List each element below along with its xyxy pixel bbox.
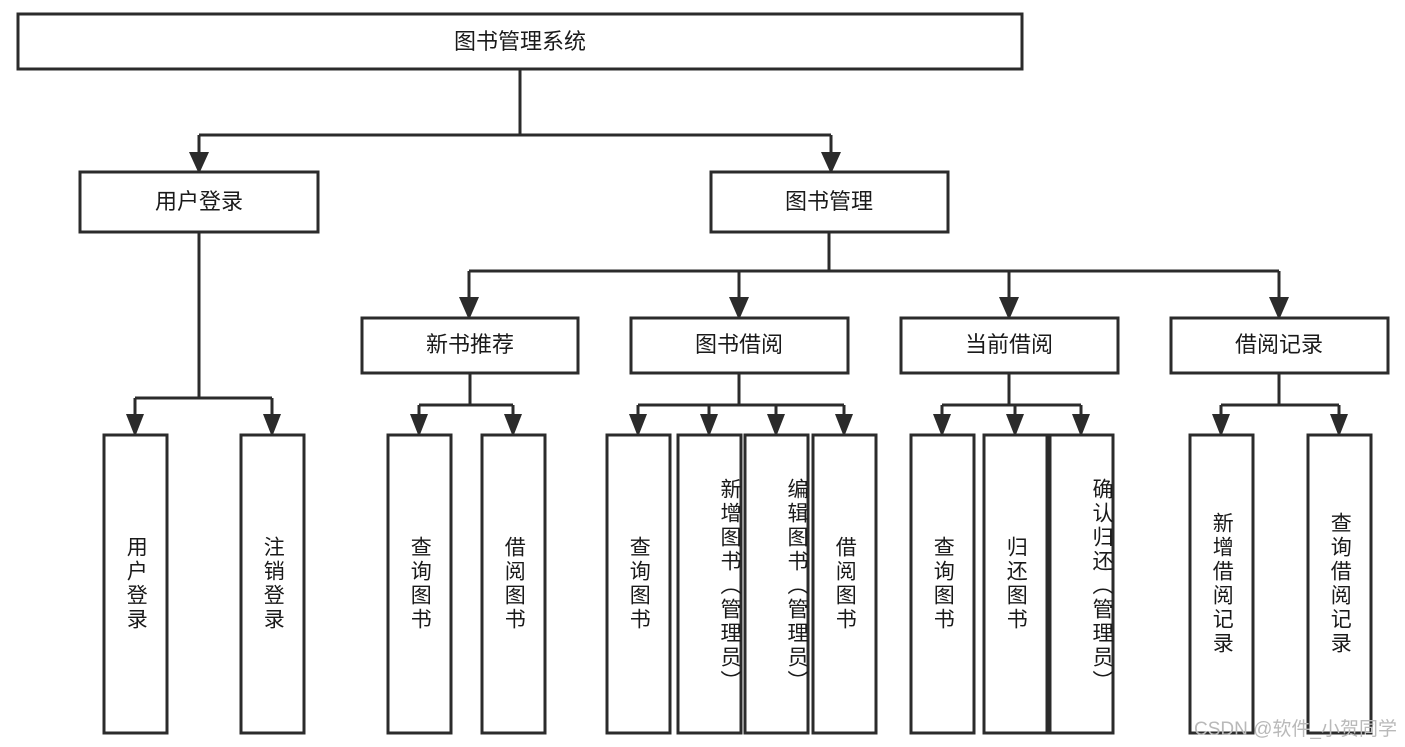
node-book-manage[interactable]: 图书管理 xyxy=(709,170,950,234)
edge-bookmanage-to-level3 xyxy=(467,232,1281,300)
arrow-head-icon xyxy=(1330,414,1348,437)
node-new-book-recommend-label: 新书推荐 xyxy=(426,332,514,357)
leaf-box-layer xyxy=(102,433,1373,735)
edge-bookborrow-to-leaves xyxy=(636,373,846,418)
leaf-confirm-return-admin-box[interactable] xyxy=(1048,433,1115,735)
arrow-head-icon xyxy=(1212,414,1230,437)
connector-layer xyxy=(126,69,1348,437)
node-root[interactable]: 图书管理系统 xyxy=(16,12,1024,71)
node-root-label: 图书管理系统 xyxy=(454,29,586,54)
edge-currentborrow-to-leaves xyxy=(940,373,1083,418)
arrow-head-icon xyxy=(700,414,718,437)
arrow-head-icon xyxy=(767,414,785,437)
leaf-user-login-box[interactable] xyxy=(102,433,169,735)
node-current-borrow-box[interactable] xyxy=(899,316,1120,375)
leaf-logout-login-box[interactable] xyxy=(239,433,306,735)
node-borrow-record-label: 借阅记录 xyxy=(1235,332,1323,357)
leaf-query-book-2-box[interactable] xyxy=(605,433,672,735)
arrow-head-icon xyxy=(933,414,951,437)
leaf-edit-book-admin-box[interactable] xyxy=(743,433,810,735)
arrow-head-icon xyxy=(504,414,522,437)
node-borrow-record[interactable]: 借阅记录 xyxy=(1169,316,1390,375)
edge-root-to-level2 xyxy=(197,69,833,155)
leaf-query-book-3-box[interactable] xyxy=(909,433,976,735)
node-new-book-recommend[interactable]: 新书推荐 xyxy=(360,316,580,375)
edge-newbook-to-leaves xyxy=(417,373,515,418)
node-current-borrow[interactable]: 当前借阅 xyxy=(899,316,1120,375)
node-book-borrow-box[interactable] xyxy=(629,316,850,375)
node-root-box[interactable] xyxy=(16,12,1024,71)
arrow-head-icon xyxy=(1269,297,1289,320)
node-book-manage-box[interactable] xyxy=(709,170,950,234)
edge-userlogin-to-leaves xyxy=(133,232,274,418)
edge-borrowrecord-to-leaves xyxy=(1219,373,1341,418)
node-book-borrow[interactable]: 图书借阅 xyxy=(629,316,850,375)
node-book-manage-label: 图书管理 xyxy=(785,189,873,214)
leaf-query-borrow-record-box[interactable] xyxy=(1306,433,1373,735)
arrow-head-icon xyxy=(729,297,749,320)
leaf-add-book-admin-box[interactable] xyxy=(676,433,743,735)
leaf-borrow-book-2-box[interactable] xyxy=(811,433,878,735)
arrow-head-icon xyxy=(126,414,144,437)
node-current-borrow-label: 当前借阅 xyxy=(965,332,1053,357)
arrow-head-icon xyxy=(1006,414,1024,437)
arrow-head-icon xyxy=(835,414,853,437)
leaf-borrow-book-1-box[interactable] xyxy=(480,433,547,735)
leaf-query-book-1-box[interactable] xyxy=(386,433,453,735)
arrow-head-icon xyxy=(263,414,281,437)
arrow-head-icon xyxy=(629,414,647,437)
node-user-login[interactable]: 用户登录 xyxy=(78,170,320,234)
node-new-book-recommend-box[interactable] xyxy=(360,316,580,375)
arrow-head-icon xyxy=(459,297,479,320)
watermark-text: CSDN @软件_小贺同学 xyxy=(1194,719,1397,740)
arrow-head-icon xyxy=(821,152,841,174)
node-borrow-record-box[interactable] xyxy=(1169,316,1390,375)
arrow-head-icon xyxy=(189,152,209,174)
node-book-borrow-label: 图书借阅 xyxy=(695,332,783,357)
node-user-login-label: 用户登录 xyxy=(155,189,243,214)
node-user-login-box[interactable] xyxy=(78,170,320,234)
arrow-head-icon xyxy=(1072,414,1090,437)
leaf-return-book-box[interactable] xyxy=(982,433,1049,735)
leaf-add-borrow-record-box[interactable] xyxy=(1188,433,1255,735)
arrow-head-icon xyxy=(999,297,1019,320)
arrow-head-icon xyxy=(410,414,428,437)
